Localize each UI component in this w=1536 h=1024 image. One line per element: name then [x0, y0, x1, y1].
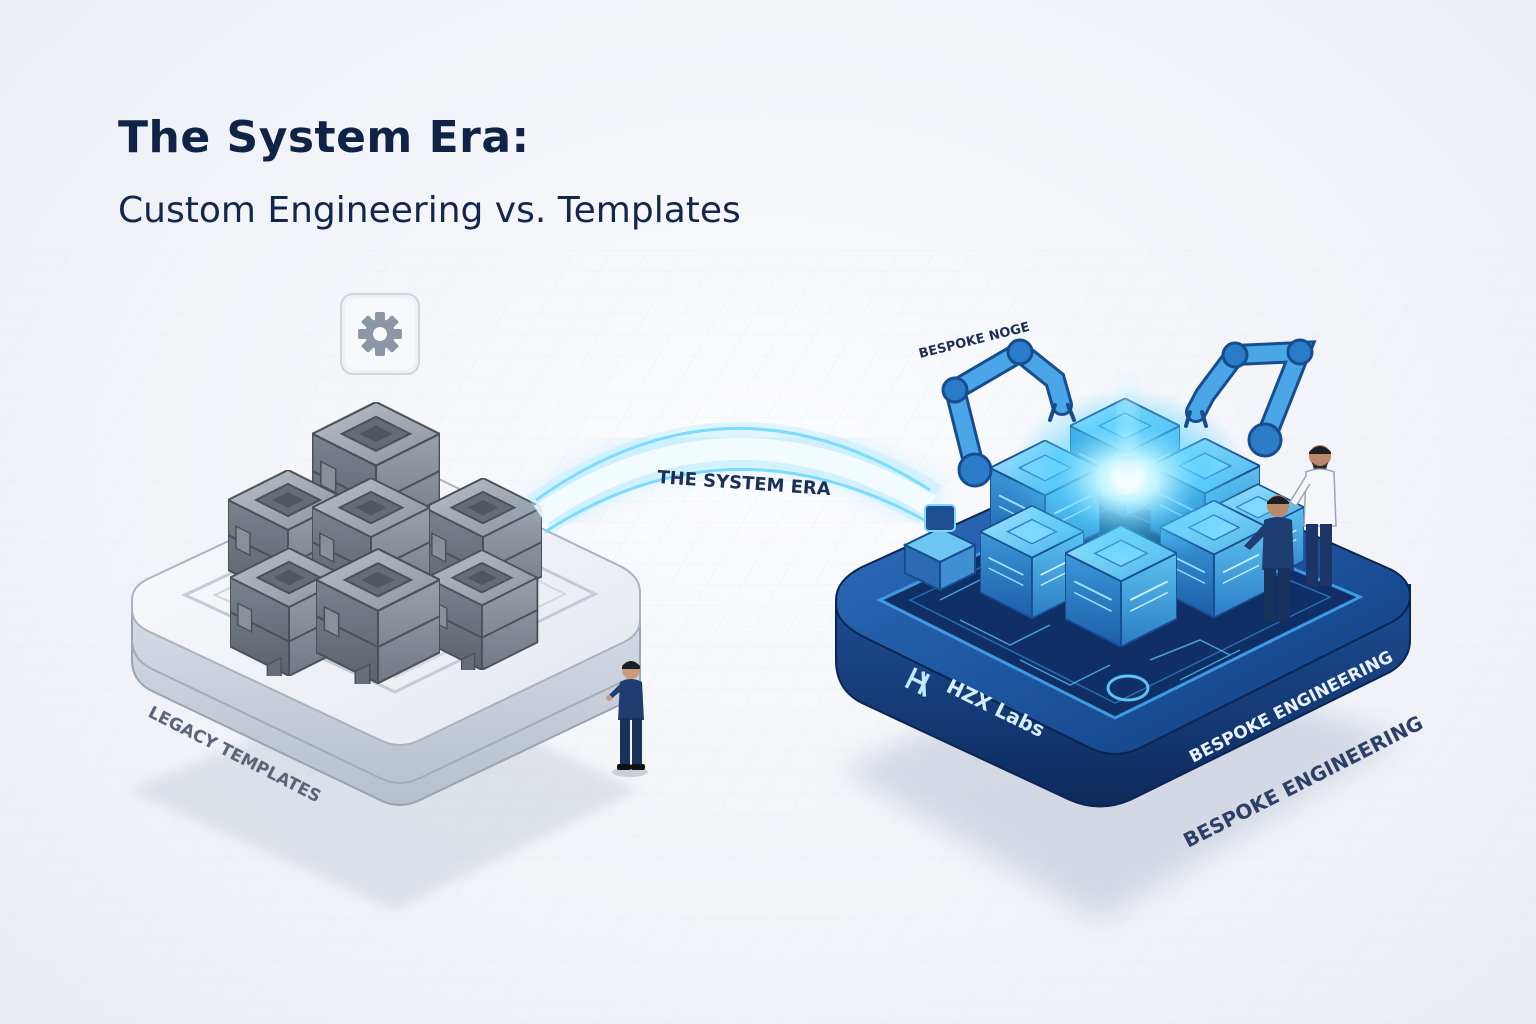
engineer-figure	[1288, 445, 1337, 586]
bespoke-machine	[902, 380, 1304, 647]
page-title: The System Era:	[118, 112, 530, 163]
console-unit	[902, 504, 978, 592]
gear-icon	[340, 293, 420, 375]
robot-arm-left	[941, 338, 1076, 488]
robot-arm-right	[1184, 338, 1317, 458]
engineer-figure	[1244, 495, 1294, 622]
logo-mark	[904, 667, 931, 697]
hzx-labs-logo	[904, 667, 931, 697]
template-blocks	[228, 402, 542, 684]
system-era-connector	[526, 422, 943, 534]
page-subtitle: Custom Engineering vs. Templates	[118, 190, 741, 231]
person-figure	[606, 661, 648, 777]
